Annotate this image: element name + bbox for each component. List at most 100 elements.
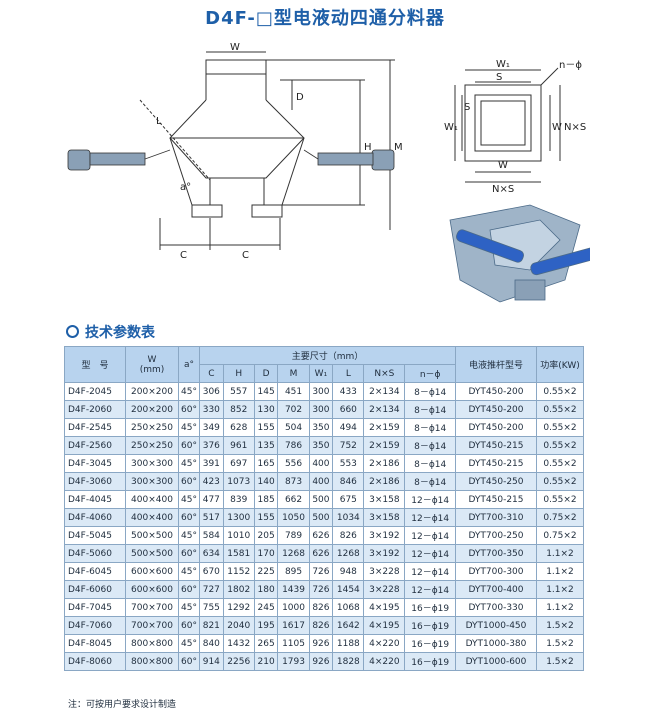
table-cell: 8－ϕ14	[404, 382, 456, 401]
table-cell: 1068	[332, 598, 365, 617]
table-cell: D4F-2060	[64, 400, 126, 419]
table-cell: 500	[308, 508, 334, 527]
header-d: D	[253, 364, 279, 383]
table-cell: 662	[277, 490, 310, 509]
table-cell: 300×300	[125, 454, 179, 473]
table-cell: D4F-4045	[64, 490, 126, 509]
table-cell: 300×300	[125, 472, 179, 491]
table-cell: 330	[199, 400, 224, 419]
table-cell: 250×250	[125, 418, 179, 437]
table-cell: 155	[253, 418, 279, 437]
table-cell: 4×220	[363, 652, 406, 671]
table-cell: 584	[199, 526, 224, 545]
table-cell: DYT700-300	[455, 562, 537, 581]
table-cell: 840	[199, 634, 224, 653]
table-cell: 0.55×2	[536, 490, 584, 509]
table-cell: 245	[253, 598, 279, 617]
table-cell: 926	[308, 634, 334, 653]
table-cell: DYT450-215	[455, 490, 537, 509]
table-cell: 626	[308, 544, 334, 563]
table-cell: 349	[199, 418, 224, 437]
table-cell: 1.1×2	[536, 580, 584, 599]
table-cell: 200×200	[125, 382, 179, 401]
table-cell: 433	[332, 382, 365, 401]
table-cell: 3×228	[363, 580, 406, 599]
table-cell: 0.55×2	[536, 400, 584, 419]
table-cell: 821	[199, 616, 224, 635]
table-cell: 400×400	[125, 508, 179, 527]
header-n-phi: n－ϕ	[404, 364, 456, 383]
table-cell: 300	[308, 382, 334, 401]
table-cell: 1828	[332, 652, 365, 671]
table-cell: 195	[253, 616, 279, 635]
table-cell: 500×500	[125, 544, 179, 563]
table-cell: 45°	[178, 490, 200, 509]
table-cell: 1105	[277, 634, 310, 653]
table-cell: 391	[199, 454, 224, 473]
table-cell: 700×700	[125, 616, 179, 635]
table-cell: 8－ϕ14	[404, 472, 456, 491]
table-cell: 1.1×2	[536, 562, 584, 581]
table-cell: 185	[253, 490, 279, 509]
table-cell: 752	[332, 436, 365, 455]
table-cell: 8－ϕ14	[404, 418, 456, 437]
table-cell: DYT450-200	[455, 400, 537, 419]
table-cell: 557	[222, 382, 255, 401]
table-cell: DYT1000-380	[455, 634, 537, 653]
table-cell: 45°	[178, 382, 200, 401]
table-cell: 1188	[332, 634, 365, 653]
label-alpha: a°	[180, 182, 191, 193]
table-cell: DYT700-330	[455, 598, 537, 617]
table-cell: 2256	[222, 652, 255, 671]
table-cell: 60°	[178, 472, 200, 491]
table-cell: 16－ϕ19	[404, 634, 456, 653]
table-cell: 500	[308, 490, 334, 509]
table-cell: 755	[199, 598, 224, 617]
table-cell: 948	[332, 562, 365, 581]
label-h: H	[364, 142, 372, 153]
table-cell: 60°	[178, 580, 200, 599]
label-l: L	[156, 116, 162, 127]
table-cell: 135	[253, 436, 279, 455]
table-cell: 60°	[178, 436, 200, 455]
header-dims-group: 主要尺寸（mm）	[199, 346, 456, 365]
table-cell: D4F-7045	[64, 598, 126, 617]
table-cell: 873	[277, 472, 310, 491]
header-model: 型 号	[64, 346, 126, 383]
table-cell: 600×600	[125, 580, 179, 599]
table-cell: D4F-2045	[64, 382, 126, 401]
table-cell: 45°	[178, 418, 200, 437]
table-cell: 926	[308, 652, 334, 671]
table-cell: 451	[277, 382, 310, 401]
label-nxs-bottom: N×S	[492, 184, 514, 195]
table-cell: D4F-2545	[64, 418, 126, 437]
header-power: 功率(KW)	[536, 346, 584, 383]
label-d: D	[296, 92, 304, 103]
table-cell: 2×186	[363, 472, 406, 491]
table-cell: 1000	[277, 598, 310, 617]
table-cell: 852	[222, 400, 255, 419]
table-cell: 786	[277, 436, 310, 455]
table-cell: 8－ϕ14	[404, 436, 456, 455]
table-cell: 517	[199, 508, 224, 527]
table-cell: 130	[253, 400, 279, 419]
table-cell: 1010	[222, 526, 255, 545]
label-w-right: W	[552, 122, 562, 133]
table-cell: 1617	[277, 616, 310, 635]
table-cell: 12－ϕ14	[404, 526, 456, 545]
table-cell: 0.55×2	[536, 382, 584, 401]
table-cell: DYT450-250	[455, 472, 537, 491]
table-cell: 45°	[178, 634, 200, 653]
table-cell: 60°	[178, 652, 200, 671]
table-cell: 0.55×2	[536, 454, 584, 473]
table-cell: 350	[308, 436, 334, 455]
table-cell: 4×195	[363, 616, 406, 635]
table-cell: 400×400	[125, 490, 179, 509]
header-c: C	[199, 364, 224, 383]
table-cell: 2×134	[363, 382, 406, 401]
table-cell: 1802	[222, 580, 255, 599]
section-heading: 技术参数表	[66, 322, 155, 342]
